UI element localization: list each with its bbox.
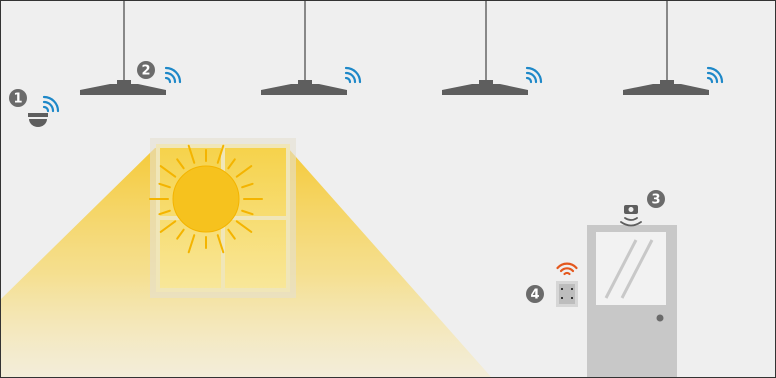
pendant-lamp-4 [623,0,709,95]
sun-ray [216,144,225,164]
door [587,225,677,378]
sun-ray [176,228,185,240]
sun-ray [159,165,177,178]
svg-text:1: 1 [13,92,22,107]
wall-switch-icon [556,281,578,307]
sun-ray [187,144,196,164]
sun-ray [158,209,171,216]
badge-4: 4 [526,285,544,303]
wifi-icon-sensor [42,95,60,113]
sun-ray [235,165,253,178]
svg-text:4: 4 [530,288,539,303]
sun-ray [159,220,177,233]
wifi-icon-lamp-3 [525,66,543,84]
door-sensor-icon [620,205,642,227]
badge-3: 3 [647,190,665,208]
badge-2: 2 [137,61,155,79]
door-handle [656,314,664,322]
sun-ray [227,228,236,240]
wifi-icon-lamp-4 [706,66,724,84]
sun-ray [216,234,225,254]
svg-text:2: 2 [141,64,150,79]
wifi-icon-lamp-1 [164,66,182,84]
ceiling-sensor-icon [28,113,48,127]
sun-ray [227,158,236,170]
badge-1: 1 [9,89,27,107]
pendant-lamp-2 [261,0,347,95]
svg-text:3: 3 [651,193,660,208]
pendant-lamp-1 [80,0,166,95]
sun-ray [176,158,185,170]
sun-ray [241,209,254,216]
wifi-icon-switch [556,262,578,276]
pendant-lamp-3 [442,0,528,95]
sun-icon [149,144,263,254]
sun-ray [187,234,196,254]
sun-ray [158,182,171,189]
wifi-icon-lamp-2 [344,66,362,84]
sun-ray [235,220,253,233]
sun-ray [241,182,254,189]
